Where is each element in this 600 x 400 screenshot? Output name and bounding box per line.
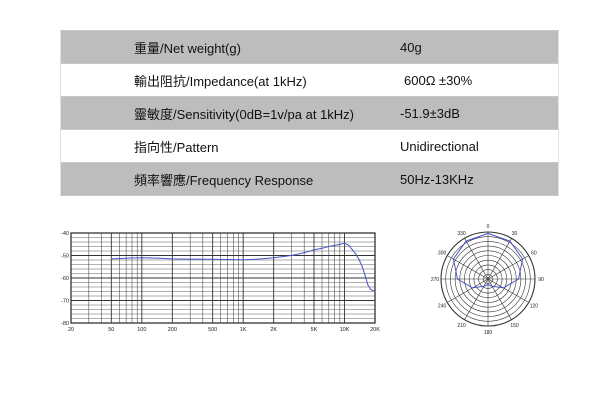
spec-value: 40g: [400, 39, 422, 55]
spec-row-sensitivity: 靈敏度/Sensitivity(0dB=1v/pa at 1kHz) -51.9…: [60, 97, 559, 130]
polar-pattern-point: [518, 278, 520, 280]
polar-angle-label: 60: [531, 251, 537, 257]
polar-spoke: [447, 278, 489, 303]
response-point: [212, 258, 214, 260]
polar-angle-label: 210: [457, 323, 466, 329]
polar-pattern-point: [487, 232, 489, 234]
spec-value: -51.9±3dB: [400, 105, 460, 121]
response-point: [291, 255, 293, 256]
polar-angle-label: 0: [487, 224, 490, 230]
response-point: [125, 257, 127, 259]
y-grid: [71, 237, 375, 319]
spec-value: 50Hz-13KHz: [400, 171, 474, 187]
polar-spoke: [464, 238, 489, 280]
spec-label: 重量/Net weight(g): [134, 40, 241, 56]
response-point: [358, 259, 360, 261]
x-tick-label: 100: [137, 327, 146, 333]
polar-angle-label: 300: [438, 251, 447, 257]
polar-pattern-point: [522, 258, 524, 260]
y-tick-label: -60: [61, 276, 69, 282]
polar-pattern-point: [509, 240, 511, 242]
response-point: [242, 259, 244, 261]
response-curve: [111, 242, 376, 292]
polar-angle-label: 240: [438, 304, 447, 310]
x-tick-label: 20: [68, 327, 74, 333]
response-point: [343, 242, 345, 244]
response-point: [303, 252, 305, 254]
response-point: [159, 257, 161, 259]
response-point: [352, 249, 354, 251]
polar-pattern-point: [491, 285, 493, 287]
polar-pattern-point: [465, 240, 467, 242]
response-point: [313, 249, 315, 251]
polar-angle-label: 180: [484, 330, 493, 336]
x-tick-label: 20K: [370, 327, 380, 333]
spec-label: 頻率響應/Frequency Response: [134, 172, 314, 188]
spec-row-impedance: 輸出阻抗/Impedance(at 1kHz) 600Ω ±30%: [60, 64, 559, 97]
response-point: [367, 284, 369, 286]
response-point: [273, 257, 275, 259]
spec-row-pattern: 指向性/Pattern Unidirectional: [60, 130, 559, 163]
x-tick-label: 2K: [270, 327, 277, 333]
response-point: [364, 275, 366, 277]
response-point: [361, 266, 363, 268]
y-tick-label: -80: [61, 321, 69, 327]
polar-pattern-chart: 0 30 60 90 120 150 180 210 240 270 300 330: [431, 224, 544, 336]
spec-row-net-weight: 重量/Net weight(g) 40g: [60, 31, 559, 64]
polar-spoke: [487, 238, 512, 280]
polar-spoke: [487, 255, 529, 280]
spec-value: 600Ω ±30%: [404, 72, 473, 88]
response-point: [355, 253, 357, 255]
polar-angle-label: 150: [510, 323, 519, 329]
polar-pattern-point: [487, 284, 489, 286]
response-point: [171, 258, 173, 260]
spec-label: 靈敏度/Sensitivity(0dB=1v/pa at 1kHz): [134, 106, 354, 122]
spec-table: 重量/Net weight(g) 40g 輸出阻抗/Impedance(at 1…: [60, 30, 559, 196]
spec-value: Unidirectional: [400, 138, 479, 154]
response-point: [369, 288, 371, 290]
polar-angle-label: 270: [431, 277, 440, 283]
polar-pattern-point: [472, 287, 474, 289]
response-point: [321, 247, 323, 249]
response-point: [260, 258, 262, 260]
x-tick-label: 10K: [340, 327, 350, 333]
x-tick-label: 50: [108, 327, 114, 333]
y-tick-label: -40: [61, 231, 69, 237]
response-point: [339, 243, 341, 245]
polar-pattern-point: [483, 285, 485, 287]
polar-angle-label: 120: [530, 304, 539, 310]
x-tick-label: 1K: [240, 327, 247, 333]
y-tick-label: -70: [61, 299, 69, 305]
polar-spoke: [487, 278, 529, 303]
spec-row-frequency-response: 頻率響應/Frequency Response 50Hz-13KHz: [60, 163, 559, 196]
x-tick-label: 200: [168, 327, 177, 333]
response-point: [328, 246, 330, 247]
x-tick-label: 5K: [311, 327, 318, 333]
response-point: [189, 258, 191, 260]
y-tick-label: -50: [61, 254, 69, 260]
polar-angle-label: 330: [457, 231, 466, 237]
response-point: [141, 257, 143, 259]
spec-label: 輸出阻抗/Impedance(at 1kHz): [134, 73, 307, 89]
polar-angle-label: 90: [538, 277, 544, 283]
polar-pattern-point: [456, 278, 458, 280]
polar-angle-label: 30: [512, 231, 518, 237]
response-point: [348, 244, 350, 246]
response-point: [374, 291, 376, 292]
x-tick-label: 500: [208, 327, 217, 333]
response-point: [334, 244, 336, 246]
spec-label: 指向性/Pattern: [134, 139, 219, 155]
response-point: [110, 258, 112, 260]
polar-pattern-point: [502, 287, 504, 289]
polar-pattern-point: [452, 258, 454, 260]
polar-spoke: [447, 255, 489, 280]
response-point: [226, 259, 228, 261]
